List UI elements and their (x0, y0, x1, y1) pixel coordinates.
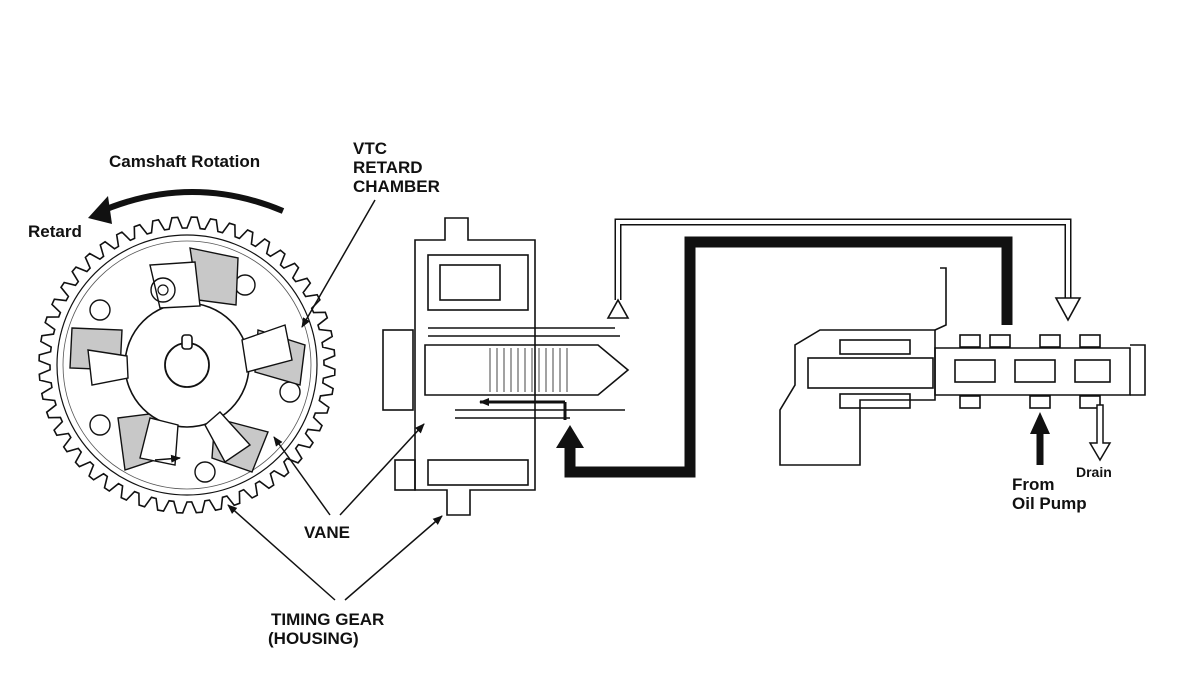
from-pump-arrowhead (1030, 412, 1050, 434)
lock-pin-core (157, 284, 169, 296)
leader-lines (227, 199, 443, 601)
vtc-cross-section (382, 217, 630, 516)
spool-port (989, 334, 1011, 348)
rotor-arms (87, 261, 293, 466)
retard-line-arrowhead (556, 425, 584, 448)
advance-line-inner (616, 220, 1070, 300)
gear-hole (279, 381, 301, 403)
timing-leader-right (344, 515, 443, 601)
bolt-lower (394, 459, 416, 491)
retard-oil-line (564, 236, 1013, 478)
camshaft-rotation-arc (95, 189, 285, 216)
drain-arrow (1088, 404, 1112, 462)
rotor-arrow (154, 454, 181, 463)
vtc-leader (301, 199, 376, 328)
drain-label: Drain (1076, 464, 1112, 480)
camshaft-rotation-arrowhead (88, 196, 112, 224)
from-oil-pump-line1: From (1012, 475, 1055, 494)
valve-body (779, 329, 936, 466)
coil-upper (839, 339, 911, 355)
solenoid-plunger (807, 357, 934, 389)
from-oil-pump-line2: Oil Pump (1012, 494, 1087, 513)
vane-leader-left (273, 436, 331, 516)
gear-hole (89, 299, 111, 321)
spool-land (1074, 359, 1111, 383)
key-slot (181, 334, 193, 350)
timing-gear (38, 189, 336, 514)
timing-gear-label-line2: (HOUSING) (268, 629, 359, 648)
timing-gear-label-line1: TIMING GEAR (271, 610, 385, 629)
housing-outline (414, 217, 536, 516)
timing-leader-left (227, 504, 336, 601)
gear-inner-ring (56, 234, 318, 496)
spool-port (1079, 334, 1101, 348)
advance-line-arrowhead (1054, 297, 1082, 322)
spool-land (1014, 359, 1056, 383)
valve-bracket (934, 267, 947, 331)
retard-label: Retard (28, 222, 82, 241)
spool-end-cap (1130, 344, 1146, 396)
gear-teeth (38, 216, 336, 514)
oil-control-valve (779, 267, 1146, 466)
spool-port (959, 395, 981, 409)
spool-land (954, 359, 996, 383)
camshaft-rotation-label: Camshaft Rotation (109, 152, 261, 171)
vtc-label-line2: RETARD (353, 158, 423, 177)
gear-hole (234, 274, 256, 296)
advance-return-arrowhead (606, 298, 630, 319)
gear-rim-line (62, 240, 312, 490)
spool-port (959, 334, 981, 348)
spool-port (1029, 395, 1051, 409)
lock-pin (150, 277, 176, 303)
camshaft-end (424, 344, 630, 396)
spool-sleeve (934, 347, 1131, 396)
upper-cavity-inner (439, 264, 501, 301)
vane-label: VANE (304, 523, 350, 542)
spool-port (1079, 395, 1101, 409)
camshaft-splines (489, 348, 568, 392)
upper-cavity (427, 254, 529, 311)
spool-port (1039, 334, 1061, 348)
lower-cavity (427, 459, 529, 486)
vtc-label-line1: VTC (353, 139, 387, 158)
gear-hole (194, 461, 216, 483)
coil-lower (839, 393, 911, 409)
vtc-label-line3: CHAMBER (353, 177, 440, 196)
gear-hole (89, 414, 111, 436)
vane-leader-right (339, 423, 425, 516)
bolt-head (382, 329, 414, 411)
